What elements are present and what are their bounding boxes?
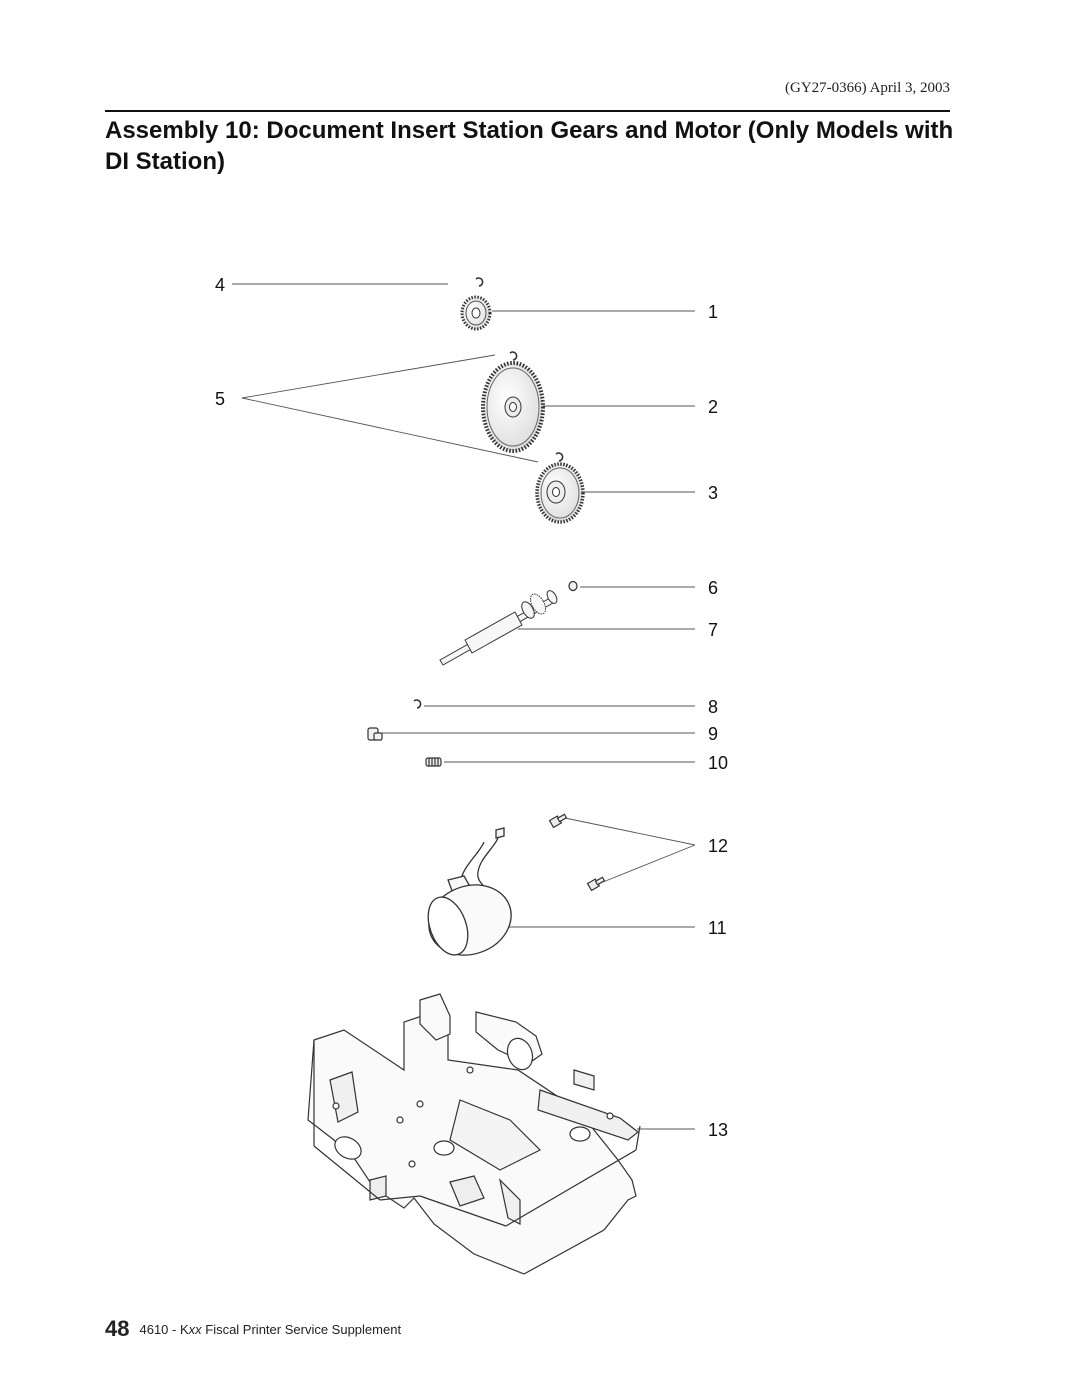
frame-icon [307, 993, 641, 1275]
page-footer: 48 4610 - Kxx Fiscal Printer Service Supp… [105, 1316, 401, 1342]
callout-1: 1 [708, 302, 718, 322]
callout-3: 3 [708, 483, 718, 503]
callout-8: 8 [708, 697, 718, 717]
page-number: 48 [105, 1316, 130, 1341]
leader-lines [232, 283, 696, 1130]
callout-6: 6 [708, 578, 718, 598]
large-gear-icon [481, 361, 545, 453]
motor-icon [427, 827, 512, 956]
screw-icon [548, 813, 568, 829]
retaining-ring-icon [509, 351, 518, 361]
callout-7: 7 [708, 620, 718, 640]
medium-gear-icon [535, 462, 585, 524]
shaft-icon [439, 590, 558, 666]
callout-2: 2 [708, 397, 718, 417]
callout-12: 12 [708, 836, 728, 856]
bushing-icon [568, 580, 578, 592]
footer-model: 4610 - K [139, 1322, 189, 1337]
retaining-ring-icon [413, 699, 422, 709]
footer-doc-title: Fiscal Printer Service Supplement [201, 1322, 402, 1337]
callout-10: 10 [708, 753, 728, 773]
spring-icon [425, 757, 442, 767]
callout-labels: 4 1 5 2 3 6 7 8 9 10 12 11 13 [215, 275, 728, 1140]
callout-13: 13 [708, 1120, 728, 1140]
screw-icon [586, 876, 606, 892]
retaining-ring-icon [555, 452, 564, 462]
page-title: Assembly 10: Document Insert Station Gea… [105, 117, 954, 175]
document-reference: (GY27-0366) April 3, 2003 [785, 80, 950, 96]
callout-11: 11 [708, 918, 727, 938]
callout-9: 9 [708, 724, 718, 744]
title-rule [105, 110, 950, 112]
footer-model-suffix: xx [188, 1322, 202, 1337]
clip-icon [367, 727, 383, 741]
callout-5: 5 [215, 389, 225, 409]
callout-4: 4 [215, 275, 225, 295]
small-gear-icon [460, 295, 492, 331]
retaining-ring-icon [475, 277, 484, 287]
